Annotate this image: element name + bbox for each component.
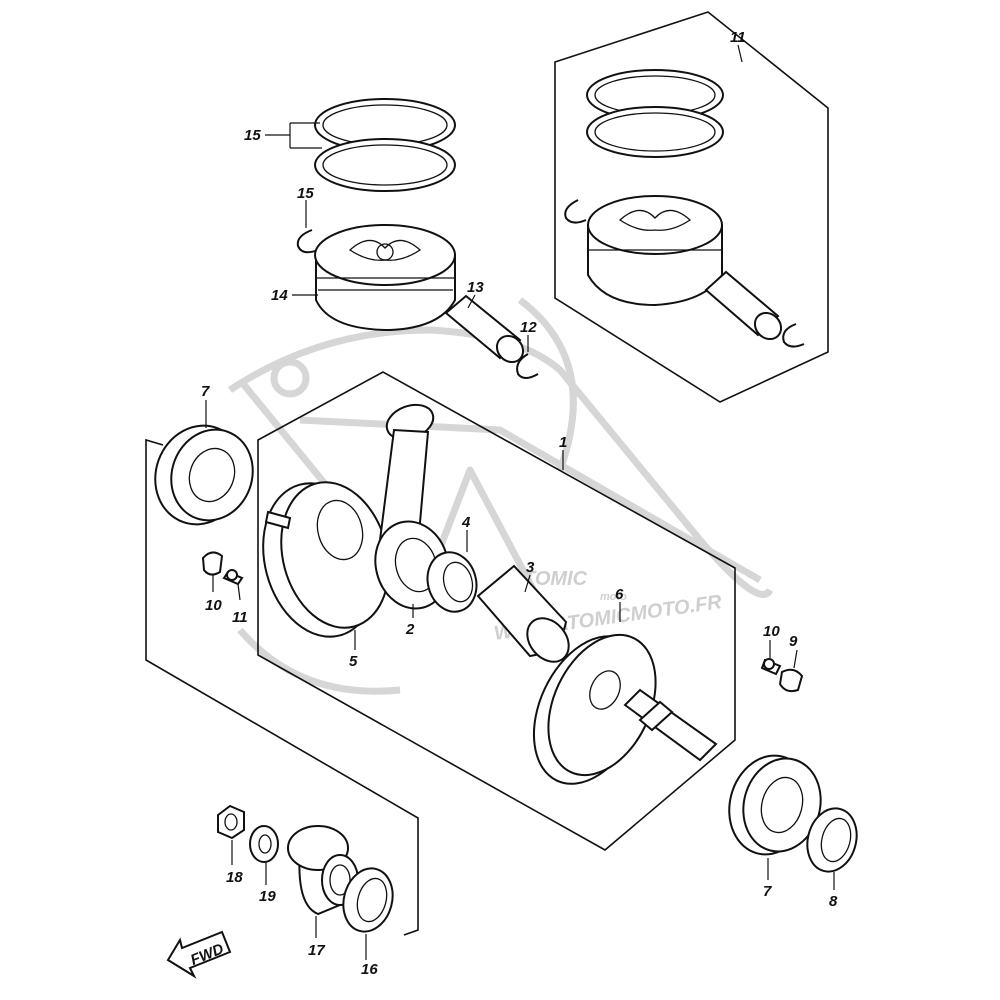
callout-10-left: 10 [205,597,222,614]
callout-11-left: 11 [232,609,248,626]
kit-16-rings [586,69,724,158]
gear-17 [287,825,359,916]
kit-16-circlip-left [564,199,587,224]
callout-7-right: 7 [763,883,772,900]
callout-6: 6 [615,586,624,603]
callout-5: 5 [349,653,358,670]
bolt-11-right [760,658,782,676]
bearing-7-left [154,424,254,526]
needle-bearing-4 [426,551,478,613]
callout-10-right: 9 [789,633,798,650]
fwd-arrow: FWD [166,930,232,979]
crank-pin-3 [476,564,570,663]
callout-13: 15 [244,127,261,144]
plate-10-right [778,668,804,693]
callout-3: 3 [526,559,535,576]
callout-17: 17 [308,942,325,959]
kit-16-piston-pin [704,270,783,341]
circlip-15-upper [296,229,319,254]
frame-left-bracket [145,438,419,936]
bearing-7-right [728,754,822,856]
callout-15-upper: 15 [297,185,314,202]
nut-18 [217,804,245,840]
kit-16-circlip-right [782,323,805,348]
callout-18: 18 [226,869,243,886]
piston-pin-14 [444,294,525,364]
oil-seal-9 [806,807,858,873]
washer-19 [249,825,279,863]
callout-1: 1 [559,434,567,451]
callout-14: 13 [467,279,484,296]
callout-15-lower: 12 [520,319,537,336]
callouts: 15 15 14 13 12 11 7 1 4 3 6 2 5 10 11 10… [201,29,838,978]
callout-9: 8 [829,893,838,910]
callout-2: 2 [405,621,415,638]
plate-10-left [201,551,224,576]
callout-19: 19 [259,888,276,905]
frame-crankshaft-1 [257,371,736,851]
callout-12: 14 [271,287,288,304]
callout-11-right: 10 [763,623,780,640]
callout-16: 11 [730,29,746,46]
frame-piston-kit-16 [554,11,829,403]
kit-16-piston [587,195,723,307]
oil-seal-8 [342,867,394,933]
callout-7-left: 7 [201,383,210,400]
crank-web-6 [532,633,718,785]
leader-lines [205,44,835,960]
piston-rings-13 [314,98,456,192]
crank-web-5 [262,481,390,638]
callout-8: 16 [361,961,378,978]
group-frames [145,11,829,936]
watermark-brand-sub: moto [600,591,627,603]
bolt-11-left [222,569,244,586]
callout-4: 4 [461,514,471,531]
circlip-15-lower [516,353,539,379]
piston-12 [314,224,456,332]
